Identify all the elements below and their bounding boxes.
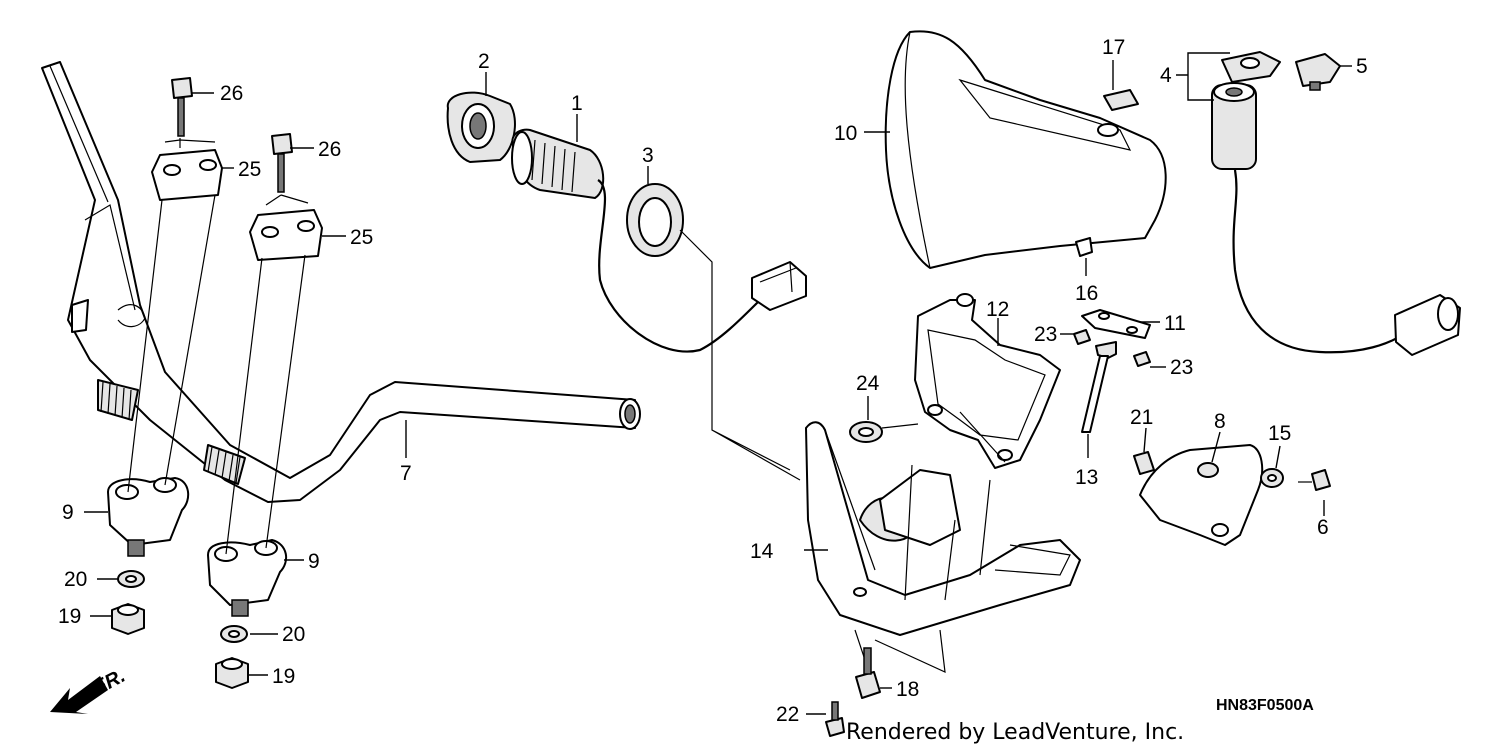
switch-bracket[interactable] <box>1139 444 1264 546</box>
flange-nut-left[interactable] <box>111 603 145 635</box>
upper-holder-right[interactable] <box>249 209 323 261</box>
accessory-socket[interactable] <box>511 128 761 353</box>
tapping-nut[interactable] <box>1103 89 1139 111</box>
cover-stay[interactable] <box>914 293 1061 469</box>
callout-labels: 1 2 3 4 5 6 7 8 9 9 10 11 12 13 14 15 16… <box>58 36 1368 726</box>
nut-clip[interactable] <box>1133 451 1155 475</box>
guide-line-lower-cover <box>854 411 1006 691</box>
bolt-right[interactable] <box>271 133 293 193</box>
screw-left[interactable] <box>1073 329 1091 345</box>
callout-1: 1 <box>571 92 583 115</box>
socket-ring-nut[interactable] <box>626 183 684 257</box>
callout-24: 24 <box>856 372 880 395</box>
flange-nut-right[interactable] <box>215 657 249 689</box>
callout-20-left: 20 <box>64 568 87 591</box>
callout-4: 4 <box>1160 64 1172 87</box>
callout-9-right: 9 <box>308 550 320 573</box>
callout-23-left: 23 <box>1034 323 1057 346</box>
rubber-grommet[interactable] <box>1260 468 1284 488</box>
grommet[interactable] <box>849 421 883 443</box>
callout-2: 2 <box>478 50 490 73</box>
flange-bolt[interactable] <box>1298 469 1331 491</box>
washer-left[interactable] <box>117 570 145 588</box>
callout-19-right: 19 <box>272 665 295 688</box>
callout-5: 5 <box>1356 55 1368 78</box>
render-credit: Rendered by LeadVenture, Inc. <box>846 720 1184 745</box>
setting-clip[interactable] <box>1075 237 1093 257</box>
lower-holder-right[interactable] <box>207 539 288 617</box>
ignition-switch[interactable] <box>1211 51 1461 356</box>
guide-line-socket <box>679 229 801 481</box>
socket-connector[interactable] <box>751 261 807 311</box>
callout-17: 17 <box>1102 36 1125 59</box>
callout-6: 6 <box>1317 516 1329 539</box>
callout-22: 22 <box>776 703 799 726</box>
handlebar[interactable] <box>41 61 641 503</box>
callout-16: 16 <box>1075 282 1098 305</box>
handlebar-upper-cover[interactable] <box>884 30 1167 269</box>
callout-20-right: 20 <box>282 623 305 646</box>
callout-19-left: 19 <box>58 605 81 628</box>
front-direction-arrow: FR. <box>50 665 129 714</box>
handlebar-lower-cover[interactable] <box>805 421 1081 636</box>
key-cap[interactable] <box>1295 53 1341 91</box>
callout-25-right: 25 <box>350 226 373 249</box>
washer-right[interactable] <box>220 625 248 643</box>
callout-14: 14 <box>750 540 774 563</box>
callout-23-right: 23 <box>1170 356 1193 379</box>
callout-11: 11 <box>1164 312 1186 335</box>
upper-holder-left[interactable] <box>151 149 223 201</box>
callout-3: 3 <box>642 144 654 167</box>
assembly-guide-lines-left <box>127 138 309 555</box>
setting-plate[interactable] <box>1081 309 1151 339</box>
callout-7: 7 <box>400 462 412 485</box>
leader-lines <box>84 52 1352 715</box>
callout-26-right: 26 <box>318 138 341 161</box>
trim-clip[interactable] <box>825 701 845 737</box>
bolt-left[interactable] <box>171 77 193 137</box>
tapping-screw[interactable] <box>855 647 881 699</box>
callout-21: 21 <box>1130 406 1153 429</box>
callout-13: 13 <box>1075 466 1098 489</box>
callout-15: 15 <box>1268 422 1291 445</box>
callout-8: 8 <box>1214 410 1226 433</box>
lower-holder-left[interactable] <box>107 477 190 557</box>
callout-25-left: 25 <box>238 158 261 181</box>
callout-10: 10 <box>834 122 857 145</box>
callout-18: 18 <box>896 678 919 701</box>
diagram-code: HN83F0500A <box>1216 697 1314 714</box>
callout-26-left: 26 <box>220 82 243 105</box>
callout-12: 12 <box>986 298 1009 321</box>
screw-right[interactable] <box>1133 351 1151 367</box>
collar[interactable] <box>1081 341 1117 433</box>
socket-boot[interactable] <box>446 91 516 163</box>
callout-9-left: 9 <box>62 501 74 524</box>
